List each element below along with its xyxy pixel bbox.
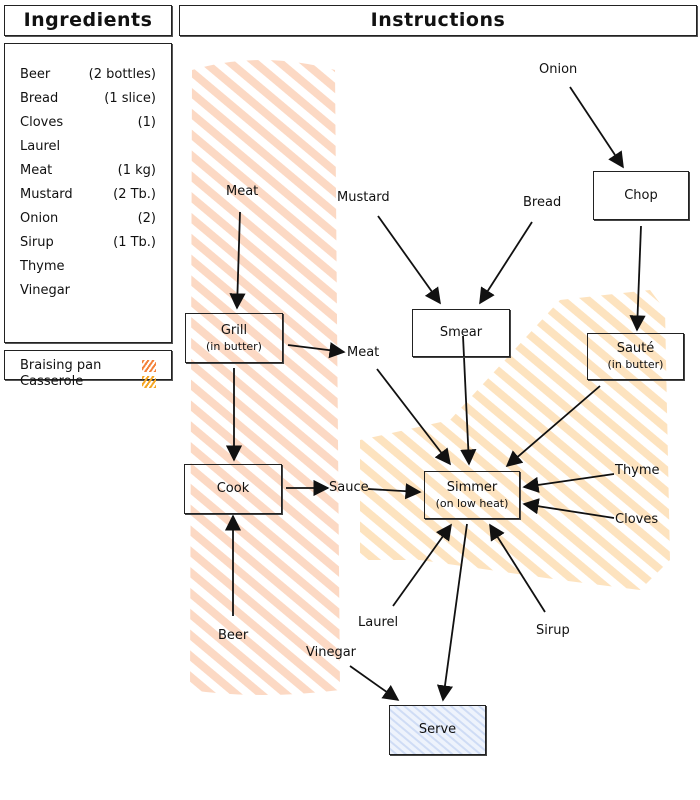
edge-meat-simmer — [376, 368, 451, 466]
label-meat-input: Meat — [226, 184, 259, 199]
label-meat-grilled: Meat — [347, 345, 380, 360]
label-sirup: Sirup — [536, 623, 570, 638]
label-vinegar: Vinegar — [306, 645, 357, 660]
ingredient-name: Bread — [20, 91, 59, 106]
ingredient-qty: (1) — [137, 115, 156, 130]
label-cloves: Cloves — [615, 512, 659, 527]
edge-sirup-simmer — [489, 523, 546, 613]
node-serve[interactable]: Serve — [389, 705, 486, 755]
serve-fill — [390, 706, 486, 754]
ingredient-row: Sirup (1 Tb.) — [20, 231, 156, 255]
ingredient-row: Beer (2 bottles) — [20, 63, 156, 87]
node-serve-title: Serve — [418, 722, 457, 737]
ingredients-list: Beer (2 bottles) Bread (1 slice) Cloves (1)… — [20, 63, 156, 303]
ingredient-row: Bread (1 slice) — [20, 87, 156, 111]
ingredient-name: Vinegar — [20, 283, 71, 298]
ingredient-name: Beer — [20, 67, 51, 82]
edge-smear-simmer — [460, 335, 477, 466]
ingredient-row: Cloves (1) — [20, 111, 156, 135]
label-bread: Bread — [523, 195, 562, 210]
ingredient-row: Mustard (2 Tb.) — [20, 183, 156, 207]
node-simmer-sub: (on low heat) — [435, 496, 509, 510]
ingredient-name: Mustard — [20, 187, 73, 202]
ingredients-title: Ingredients — [23, 9, 153, 31]
ingredient-name: Cloves — [20, 115, 64, 130]
ingredient-row: Thyme — [20, 255, 156, 279]
legend-panel: Braising pan Casserole — [4, 350, 172, 389]
node-grill-sub: (in butter) — [206, 339, 262, 353]
ingredient-qty: (2 bottles) — [88, 67, 156, 82]
node-grill[interactable]: Grill (in butter) — [185, 313, 283, 363]
edge-sauce-simmer — [367, 483, 422, 500]
ingredient-row: Vinegar — [20, 279, 156, 303]
node-chop[interactable]: Chop — [593, 171, 689, 220]
legend-item-casserole: Casserole — [20, 374, 156, 390]
ingredient-qty: (1 kg) — [117, 163, 156, 178]
edge-laurel-simmer — [392, 523, 452, 607]
instructions-header: Instructions — [179, 5, 697, 36]
ingredients-list-panel: Beer (2 bottles) Bread (1 slice) Cloves (1)… — [4, 43, 172, 343]
label-laurel: Laurel — [358, 615, 399, 630]
ingredient-name: Thyme — [20, 259, 65, 274]
edge-thyme-simmer — [522, 473, 615, 493]
label-beer: Beer — [218, 628, 249, 643]
ingredient-name: Meat — [20, 163, 53, 178]
node-smear[interactable]: Smear — [412, 309, 510, 357]
edge-mustard-smear — [377, 215, 441, 305]
ingredient-qty: (1 slice) — [104, 91, 156, 106]
node-grill-title: Grill — [220, 322, 248, 338]
edge-vinegar-serve — [349, 665, 400, 701]
node-simmer[interactable]: Simmer (on low heat) — [424, 471, 520, 519]
legend-item-braising-pan: Braising pan — [20, 358, 156, 374]
label-thyme: Thyme — [615, 463, 660, 478]
braising-pan-swatch-icon — [142, 360, 156, 372]
ingredient-name: Sirup — [20, 235, 54, 250]
edge-saute-simmer — [505, 385, 601, 468]
edge-cloves-simmer — [522, 498, 615, 519]
legend-label: Braising pan — [20, 358, 102, 373]
ingredient-qty: (1 Tb.) — [113, 235, 156, 250]
ingredient-row: Meat (1 kg) — [20, 159, 156, 183]
ingredient-row: Onion (2) — [20, 207, 156, 231]
node-smear-title: Smear — [439, 325, 483, 340]
node-saute-title: Sauté — [616, 341, 655, 356]
node-simmer-title: Simmer — [446, 479, 498, 495]
label-mustard: Mustard — [337, 190, 390, 205]
edge-grill-meat — [287, 342, 346, 359]
legend-label: Casserole — [20, 374, 84, 389]
instructions-title: Instructions — [370, 9, 506, 31]
edge-simmer-serve — [436, 523, 468, 702]
label-sauce: Sauce — [329, 480, 369, 495]
node-cook-title: Cook — [216, 481, 250, 496]
edge-meat-grill — [229, 211, 246, 310]
braising-pan-zone — [190, 60, 340, 695]
ingredient-row: Laurel — [20, 135, 156, 159]
ingredient-name: Laurel — [20, 139, 61, 154]
node-chop-title: Chop — [624, 187, 658, 203]
ingredient-qty: (2) — [137, 211, 156, 226]
ingredients-header: Ingredients — [4, 5, 172, 36]
node-saute-sub: (in butter) — [607, 358, 664, 371]
edge-onion-chop — [569, 86, 624, 169]
edge-bread-smear — [479, 221, 533, 305]
ingredient-qty: (2 Tb.) — [113, 187, 156, 202]
label-onion: Onion — [539, 62, 578, 77]
casserole-swatch-icon — [142, 376, 156, 388]
ingredient-name: Onion — [20, 211, 59, 226]
node-saute[interactable]: Sauté (in butter) — [587, 333, 684, 380]
node-cook[interactable]: Cook — [184, 464, 282, 514]
edge-chop-saute — [629, 225, 646, 332]
